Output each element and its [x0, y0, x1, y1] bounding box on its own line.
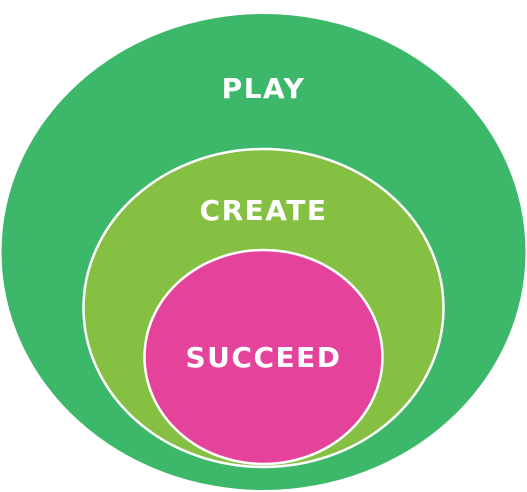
succeed-label: SUCCEED	[186, 341, 342, 374]
succeed-circle	[143, 248, 384, 466]
create-label: CREATE	[200, 194, 328, 227]
play-label: PLAY	[222, 72, 306, 105]
